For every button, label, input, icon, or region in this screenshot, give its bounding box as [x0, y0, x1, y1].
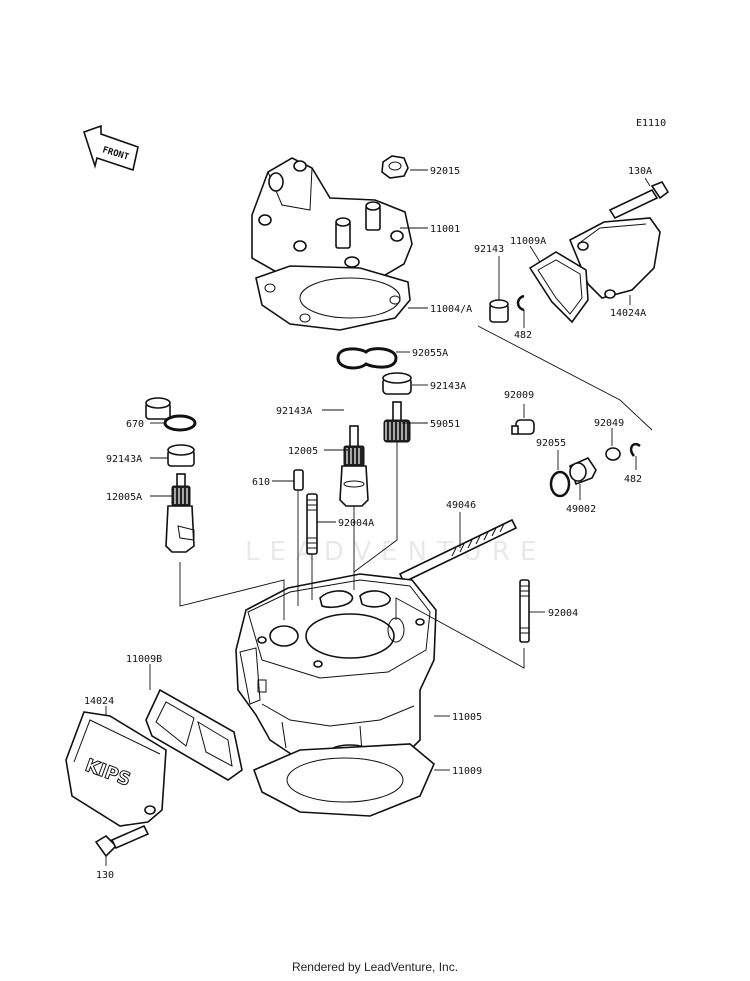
label-92143a-left: 92143A [106, 454, 142, 465]
gasket-11009a [528, 251, 589, 324]
bushing-92143a-left [167, 444, 195, 467]
bolt-130 [94, 824, 150, 858]
nut-92015 [381, 155, 409, 179]
cylinder-11005 [235, 573, 437, 771]
label-670: 670 [126, 419, 144, 430]
bolt-130a [608, 181, 670, 220]
leader-lines [105, 169, 653, 866]
label-11001: 11001 [430, 224, 460, 235]
label-59051: 59051 [430, 419, 460, 430]
head-gasket-11004a [255, 265, 411, 331]
o-ring-92055a [336, 347, 398, 370]
label-49046: 49046 [446, 500, 476, 511]
stud-92004a [306, 493, 318, 555]
gasket-11009b [145, 688, 243, 781]
shaft-12005a [165, 473, 195, 553]
o-ring-92055 [549, 470, 571, 498]
label-12005: 12005 [288, 446, 318, 457]
label-92015: 92015 [430, 166, 460, 177]
cover-14024: KIPS [65, 711, 167, 827]
label-610: 610 [252, 477, 270, 488]
gear-59051 [383, 401, 411, 443]
label-92004: 92004 [548, 608, 578, 619]
cover-14024a [568, 217, 661, 299]
label-49002: 49002 [566, 504, 596, 515]
bushing-92143a-mid [145, 397, 171, 420]
plug-92009 [511, 419, 535, 435]
nut-92143a-right [382, 372, 412, 395]
label-92009: 92009 [504, 390, 534, 401]
seal-92049 [605, 447, 621, 461]
clip-482-top [516, 294, 525, 312]
shaft-12005 [339, 425, 369, 507]
label-92055a: 92055A [412, 348, 448, 359]
label-11009a: 11009A [510, 236, 546, 247]
label-92143a-mid: 92143A [276, 406, 312, 417]
bushing-92143 [489, 299, 509, 323]
diagram-code: E1110 [636, 118, 666, 129]
label-12005a: 12005A [106, 492, 142, 503]
part-49002 [569, 456, 597, 486]
label-92143a-right: 92143A [430, 381, 466, 392]
label-92055: 92055 [536, 438, 566, 449]
label-92004a: 92004A [338, 518, 374, 529]
label-130a: 130A [628, 166, 652, 177]
label-14024a: 14024A [610, 308, 646, 319]
front-arrow-icon: FRONT [82, 124, 139, 172]
label-130: 130 [96, 870, 114, 881]
part-labels: 92015 11001 11004/A 92055A 92143A 92143A… [84, 166, 652, 881]
label-482-top: 482 [514, 330, 532, 341]
stud-92004 [519, 579, 530, 643]
label-11009b: 11009B [126, 654, 162, 665]
label-11009: 11009 [452, 766, 482, 777]
pin-610 [293, 469, 304, 491]
label-11005: 11005 [452, 712, 482, 723]
clip-482-bottom [629, 442, 641, 457]
o-ring-670 [163, 414, 197, 432]
base-gasket-11009 [252, 743, 435, 817]
label-92143: 92143 [474, 244, 504, 255]
label-482-bottom: 482 [624, 474, 642, 485]
label-92049: 92049 [594, 418, 624, 429]
label-11004a: 11004/A [430, 304, 472, 315]
label-14024: 14024 [84, 696, 114, 707]
footer-credit: Rendered by LeadVenture, Inc. [291, 960, 459, 974]
